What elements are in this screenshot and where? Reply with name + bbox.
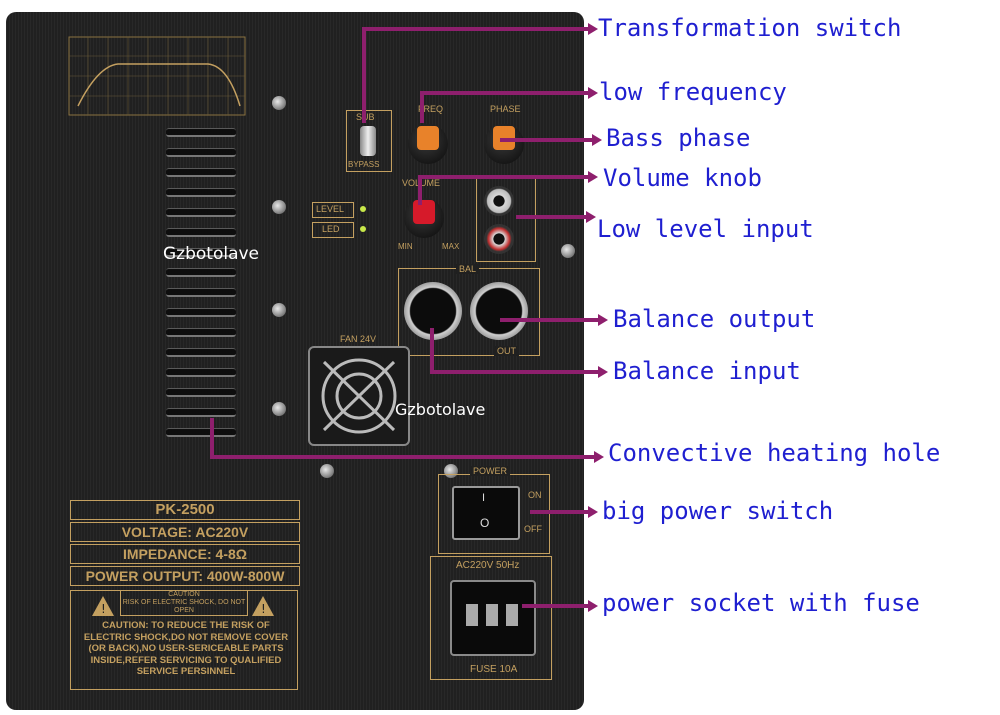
led-indicator-frame <box>312 222 354 238</box>
level-indicator-frame <box>312 202 354 218</box>
callout-balance-input: Balance input <box>613 357 801 385</box>
power-label: POWER <box>470 466 511 476</box>
svg-text:!: ! <box>261 602 266 616</box>
callout-balance-output: Balance output <box>613 305 816 333</box>
callout-transformation-switch: Transformation switch <box>598 14 902 42</box>
max-label: MAX <box>442 242 460 251</box>
frequency-response-graphic <box>68 36 246 116</box>
ac-label: AC220V 50Hz <box>456 560 520 571</box>
screw <box>561 244 575 258</box>
cooling-fan <box>308 346 410 446</box>
callout-power-socket-with-fuse: power socket with fuse <box>602 589 920 617</box>
model-label: PK-2500 <box>70 500 300 520</box>
freq-label: FREQ <box>418 104 444 114</box>
on-label: ON <box>528 490 542 500</box>
low-level-input-jack-white[interactable] <box>484 186 514 216</box>
rocker-on-symbol: I <box>482 492 486 504</box>
callout-low-frequency: low frequency <box>599 78 787 106</box>
power-output-label: POWER OUTPUT: 400W-800W <box>70 566 300 586</box>
level-label: LEVEL <box>316 204 345 214</box>
bypass-switch-frame <box>346 110 392 172</box>
balance-output-xlr[interactable] <box>470 282 528 340</box>
led-label: LED <box>322 224 340 234</box>
callout-bass-phase: Bass phase <box>606 124 751 152</box>
caution-badge-title: CAUTION <box>168 591 200 598</box>
caution-badge-sub: RISK OF ELECTRIC SHOCK, DO NOT OPEN <box>122 599 246 614</box>
big-power-switch[interactable]: I O <box>452 486 520 540</box>
low-frequency-knob[interactable] <box>417 126 439 150</box>
amplifier-panel: SUB BYPASS FREQ PHASE VOLUME MIN MAX LEV… <box>6 12 584 710</box>
watermark-2: Gzbotolave <box>395 400 486 419</box>
bypass-label: BYPASS <box>348 160 380 169</box>
min-label: MIN <box>398 242 413 251</box>
caution-text: CAUTION: TO REDUCE THE RISK OF ELECTRIC … <box>83 620 289 677</box>
socket-pin <box>466 604 478 626</box>
socket-pin <box>486 604 498 626</box>
bypass-toggle-switch[interactable] <box>360 126 376 156</box>
rocker-off-symbol: O <box>480 516 490 530</box>
phase-label: PHASE <box>490 104 521 114</box>
callout-big-power-switch: big power switch <box>602 497 834 525</box>
callout-volume-knob: Volume knob <box>603 164 762 192</box>
fan-grille-icon <box>321 358 397 434</box>
screw <box>272 200 286 214</box>
screw <box>320 464 334 478</box>
low-level-input-jack-red[interactable] <box>484 224 514 254</box>
caution-badge: CAUTION RISK OF ELECTRIC SHOCK, DO NOT O… <box>120 590 248 616</box>
off-label: OFF <box>524 524 542 534</box>
fuse-label: FUSE 10A <box>470 664 518 675</box>
volume-knob[interactable] <box>413 200 435 224</box>
voltage-label: VOLTAGE: AC220V <box>70 522 300 542</box>
out-label: OUT <box>494 346 519 356</box>
callout-convective-heating-hole: Convective heating hole <box>608 439 941 467</box>
screw <box>272 96 286 110</box>
fan-label: FAN 24V <box>340 334 377 344</box>
screw <box>272 402 286 416</box>
power-socket-with-fuse[interactable] <box>450 580 536 656</box>
bal-label: BAL <box>456 264 480 274</box>
warning-triangle-icon: ! <box>92 596 114 616</box>
callout-low-level-input: Low level input <box>597 215 814 243</box>
socket-pin <box>506 604 518 626</box>
level-led <box>360 206 366 212</box>
svg-text:!: ! <box>101 602 106 616</box>
power-socket-frame <box>430 556 552 680</box>
power-led <box>360 226 366 232</box>
screw <box>272 303 286 317</box>
warning-triangle-icon: ! <box>252 596 274 616</box>
impedance-label: IMPEDANCE: 4-8Ω <box>70 544 300 564</box>
watermark-1: Gzbotolave <box>163 244 260 264</box>
